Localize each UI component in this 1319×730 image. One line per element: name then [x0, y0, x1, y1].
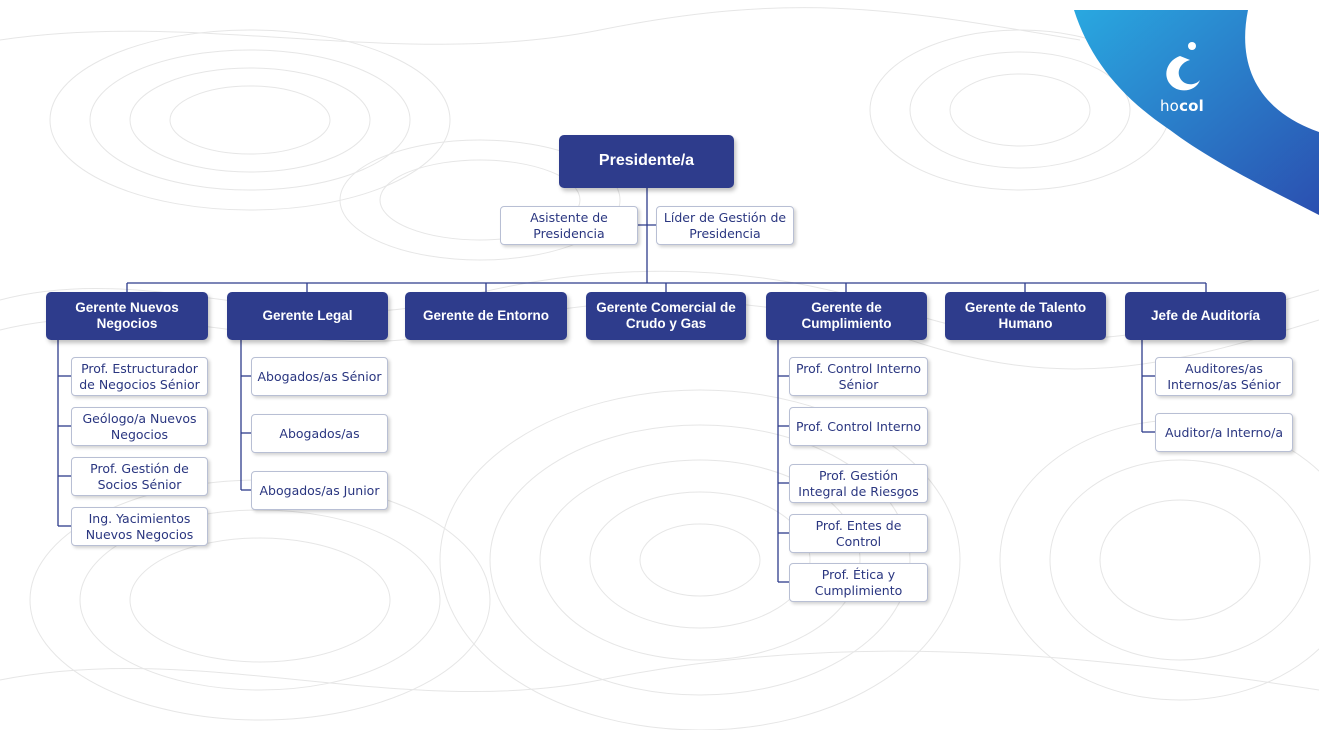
manager-box-talento-humano: Gerente de Talento Humano — [945, 292, 1106, 340]
assistant-box: Asistente de Presidencia — [500, 206, 638, 245]
staff-title: Geólogo/a Nuevos Negocios — [82, 411, 197, 442]
manager-title: Jefe de Auditoría — [1150, 308, 1261, 324]
manager-box-cumplimiento: Gerente de Cumplimiento — [766, 292, 927, 340]
staff-box: Abogados/as Junior — [251, 471, 388, 510]
staff-title: Prof. Ética y Cumplimiento — [814, 567, 903, 598]
staff-box: Auditor/a Interno/a — [1155, 413, 1293, 452]
manager-title: Gerente de Talento Humano — [964, 300, 1087, 331]
staff-box: Auditores/as Internos/as Sénior — [1155, 357, 1293, 396]
assistant-title: Asistente de Presidencia — [530, 210, 608, 241]
president-title: Presidente/a — [598, 152, 695, 170]
staff-box: Prof. Gestión Integral de Riesgos — [789, 464, 928, 503]
staff-title: Prof. Entes de Control — [815, 518, 902, 549]
manager-title: Gerente de Cumplimiento — [801, 300, 892, 331]
staff-box: Prof. Estructurador de Negocios Sénior — [71, 357, 208, 396]
assistant-title: Líder de Gestión de Presidencia — [663, 210, 787, 241]
manager-box-nuevos-negocios: Gerente Nuevos Negocios — [46, 292, 208, 340]
staff-title: Prof. Estructurador de Negocios Sénior — [79, 361, 200, 392]
staff-box: Prof. Gestión de Socios Sénior — [71, 457, 208, 496]
staff-box: Abogados/as — [251, 414, 388, 453]
staff-box: Prof. Ética y Cumplimiento — [789, 563, 928, 602]
manager-box-auditoria: Jefe de Auditoría — [1125, 292, 1286, 340]
staff-title: Ing. Yacimientos Nuevos Negocios — [85, 511, 194, 542]
manager-title: Gerente Comercial de Crudo y Gas — [596, 300, 736, 331]
staff-title: Auditor/a Interno/a — [1165, 424, 1283, 440]
staff-title: Abogados/as — [279, 425, 360, 441]
staff-title: Abogados/as Sénior — [257, 368, 382, 384]
manager-box-entorno: Gerente de Entorno — [405, 292, 567, 340]
president-box: Presidente/a — [559, 135, 734, 188]
manager-title: Gerente Nuevos Negocios — [75, 300, 179, 331]
staff-title: Prof. Control Interno Sénior — [795, 361, 922, 392]
staff-title: Prof. Control Interno — [795, 418, 922, 434]
manager-box-comercial: Gerente Comercial de Crudo y Gas — [586, 292, 746, 340]
staff-box: Prof. Control Interno Sénior — [789, 357, 928, 396]
staff-title: Prof. Gestión de Socios Sénior — [90, 461, 189, 492]
staff-box: Geólogo/a Nuevos Negocios — [71, 407, 208, 446]
staff-title: Auditores/as Internos/as Sénior — [1167, 361, 1281, 392]
manager-title: Gerente de Entorno — [422, 308, 549, 324]
staff-box: Prof. Control Interno — [789, 407, 928, 446]
staff-title: Prof. Gestión Integral de Riesgos — [798, 468, 919, 499]
staff-box: Ing. Yacimientos Nuevos Negocios — [71, 507, 208, 546]
staff-box: Abogados/as Sénior — [251, 357, 388, 396]
manager-box-legal: Gerente Legal — [227, 292, 388, 340]
assistant-box: Líder de Gestión de Presidencia — [656, 206, 794, 245]
manager-title: Gerente Legal — [262, 308, 353, 324]
staff-title: Abogados/as Junior — [259, 482, 380, 498]
staff-box: Prof. Entes de Control — [789, 514, 928, 553]
